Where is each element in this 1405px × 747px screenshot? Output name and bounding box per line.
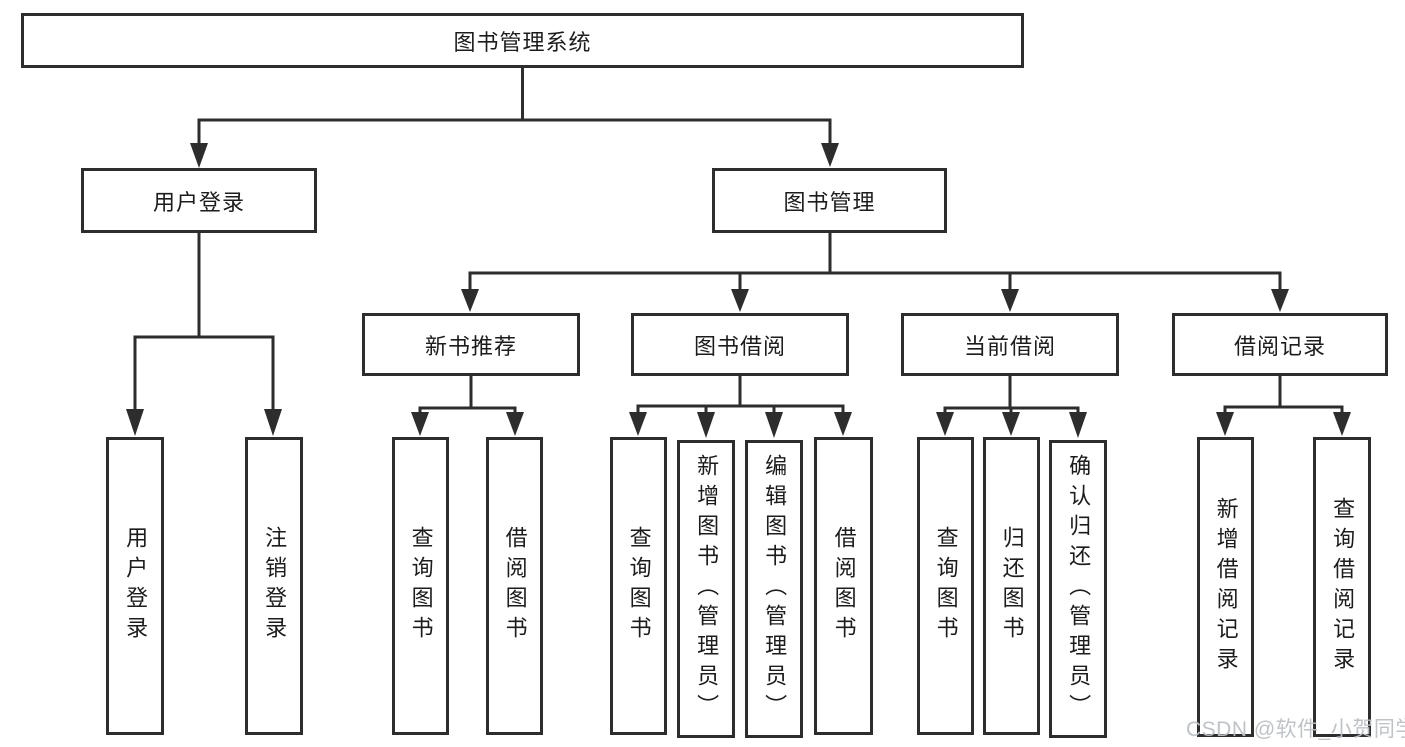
node-label: 查询图书 xyxy=(933,526,959,646)
arrow-down-icon xyxy=(629,412,852,438)
arrow-down-icon xyxy=(126,409,282,436)
connector-current-borrow xyxy=(943,376,1080,416)
connector-borrow-records xyxy=(1223,375,1344,416)
leaf-current-query-books: 查询图书 xyxy=(917,437,974,735)
node-label: 借阅记录 xyxy=(1233,333,1326,359)
node-label: 新增图书（管理员） xyxy=(694,454,720,724)
connector-root xyxy=(197,68,832,146)
leaf-user-login: 用户登录 xyxy=(106,437,164,735)
connector-book-management xyxy=(468,233,1282,293)
leaf-return-books: 归还图书 xyxy=(983,437,1040,735)
arrow-down-icon xyxy=(936,412,1087,438)
node-label: 当前借阅 xyxy=(963,333,1056,359)
node-borrow-records: 借阅记录 xyxy=(1172,313,1388,376)
leaf-borrow-query-books: 查询图书 xyxy=(610,437,667,735)
node-root-system: 图书管理系统 xyxy=(21,13,1024,68)
leaf-edit-books-admin: 编辑图书（管理员） xyxy=(745,440,803,738)
leaf-newrec-query-books: 查询图书 xyxy=(392,437,449,735)
node-label: 查询图书 xyxy=(408,526,434,646)
csdn-watermark: CSDN @软件_小贺同学 xyxy=(1186,718,1405,741)
node-book-management: 图书管理 xyxy=(712,168,947,233)
leaf-confirm-return-admin: 确认归还（管理员） xyxy=(1049,440,1107,738)
node-label: 查询图书 xyxy=(626,526,652,646)
node-label: 用户登录 xyxy=(152,189,245,215)
arrow-down-icon xyxy=(1216,412,1351,436)
leaf-add-borrow-record: 新增借阅记录 xyxy=(1197,437,1254,737)
leaf-newrec-borrow-books: 借阅图书 xyxy=(486,437,543,735)
arrow-down-icon xyxy=(411,412,524,436)
arrow-down-icon xyxy=(461,289,1289,312)
node-current-borrow: 当前借阅 xyxy=(901,313,1119,376)
node-label: 新增借阅记录 xyxy=(1213,497,1239,677)
connector-book-borrow xyxy=(636,376,845,416)
leaf-borrow-books: 借阅图书 xyxy=(814,437,873,735)
node-label: 借阅图书 xyxy=(831,526,857,646)
node-book-borrow: 图书借阅 xyxy=(631,313,849,376)
node-label: 编辑图书（管理员） xyxy=(762,454,788,724)
node-label: 借阅图书 xyxy=(502,526,528,646)
node-new-book-recommend: 新书推荐 xyxy=(362,313,580,376)
leaf-add-books-admin: 新增图书（管理员） xyxy=(677,440,735,738)
connector-new-book-recommend xyxy=(418,376,517,416)
node-label: 查询借阅记录 xyxy=(1330,497,1356,677)
connector-user-login xyxy=(133,233,275,412)
node-label: 新书推荐 xyxy=(424,333,517,359)
node-label: 注销登录 xyxy=(262,526,288,646)
leaf-query-borrow-record: 查询借阅记录 xyxy=(1313,437,1371,737)
node-user-login: 用户登录 xyxy=(81,168,317,233)
leaf-logout: 注销登录 xyxy=(245,437,303,735)
node-label: 图书管理 xyxy=(783,189,876,215)
node-label: 确认归还（管理员） xyxy=(1066,454,1092,724)
node-label: 图书借阅 xyxy=(693,333,786,359)
node-label: 归还图书 xyxy=(999,526,1025,646)
node-label: 图书管理系统 xyxy=(453,29,592,55)
arrow-down-icon xyxy=(190,143,839,168)
node-label: 用户登录 xyxy=(123,526,149,646)
